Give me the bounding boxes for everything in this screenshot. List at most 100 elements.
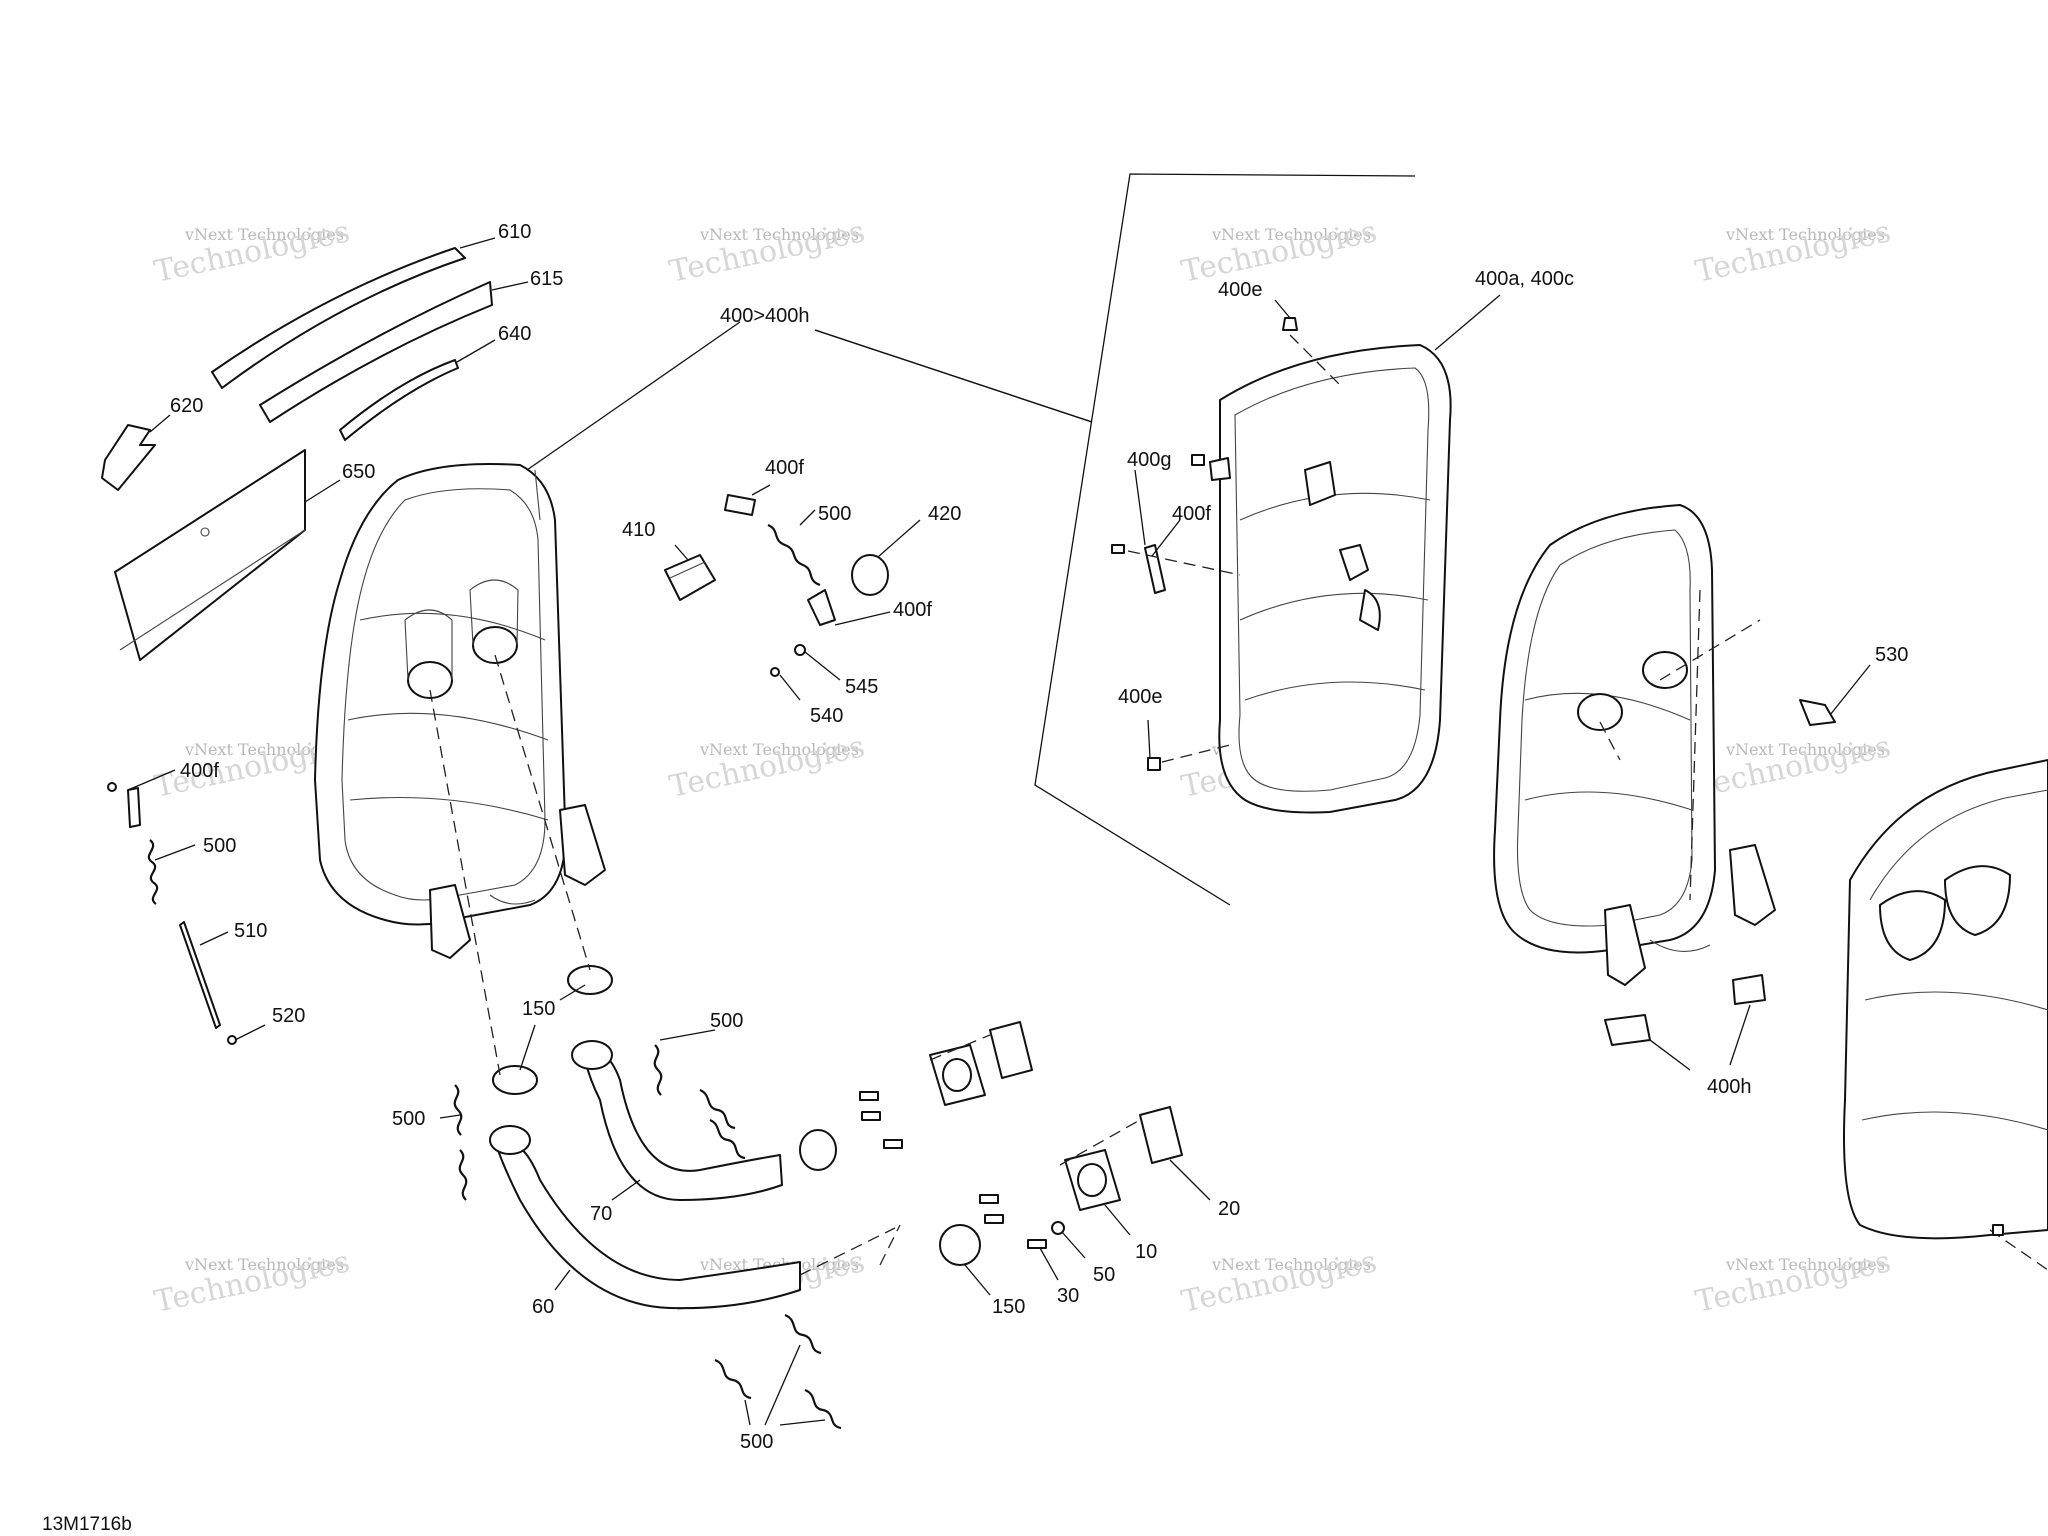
bracket-620 xyxy=(101,424,156,491)
label-400f-b: 400f xyxy=(893,599,932,621)
rivet-400g-lower xyxy=(1111,544,1125,554)
muffler-rear-mount-left xyxy=(1604,904,1646,986)
label-500-left: 500 xyxy=(203,835,236,857)
watermark-text: vNext Technologies xyxy=(184,225,344,244)
spring-500-a xyxy=(767,523,821,587)
gasket-150-upper xyxy=(567,965,613,995)
label-400-400h: 400>400h xyxy=(720,305,810,327)
label-400g: 400g xyxy=(1127,449,1172,471)
hanger-parts-left xyxy=(107,782,237,1045)
watermark-text: vNext Technologies xyxy=(184,740,344,759)
clip-400f-detail xyxy=(1209,457,1231,481)
watermark-text: vNext Technologies xyxy=(1725,1255,1885,1274)
label-410: 410 xyxy=(622,519,655,541)
spring-500-bottom-b xyxy=(784,1313,822,1355)
muffler-side-port-b xyxy=(1944,865,2011,936)
watermark-text: vNext Technologies xyxy=(699,740,859,759)
muffler-outer-shell xyxy=(1218,344,1452,814)
washer-545 xyxy=(794,644,806,656)
rivet-400e-top xyxy=(1282,317,1298,331)
label-640: 640 xyxy=(498,323,531,345)
shell-bracket xyxy=(1304,461,1336,506)
watermark-text: vNext Technologies xyxy=(1211,1255,1371,1274)
label-620: 620 xyxy=(170,395,203,417)
muffler-mount-left xyxy=(429,884,471,959)
screw-540 xyxy=(770,667,780,677)
label-50: 50 xyxy=(1093,1264,1115,1286)
gasket-20 xyxy=(1139,1106,1183,1164)
muffler-rear-mount-right xyxy=(1729,844,1776,926)
muffler-rear-inlet-right xyxy=(1642,651,1688,689)
label-510: 510 xyxy=(234,920,267,942)
bolt-upper-3 xyxy=(883,1139,903,1149)
muffler-mount-right xyxy=(559,804,606,886)
screw-520 xyxy=(227,1035,237,1045)
label-500-a: 500 xyxy=(818,503,851,525)
rivet-400f-left xyxy=(107,782,117,792)
spring-500-b xyxy=(453,1084,463,1136)
label-615: 615 xyxy=(530,268,563,290)
exhaust-pipes xyxy=(489,965,981,1310)
bolt-upper-1 xyxy=(859,1091,879,1101)
spring-500-left xyxy=(147,839,159,905)
heat-shield-strip-615 xyxy=(259,281,493,423)
muffler-assembly-side-view xyxy=(1843,759,2048,1271)
rod-510 xyxy=(179,921,221,1029)
manifold-flanges xyxy=(859,1021,1183,1266)
sleeve-center xyxy=(799,1129,837,1171)
muffler-side-port-a xyxy=(1879,890,1946,961)
hole xyxy=(200,527,210,537)
label-400h: 400h xyxy=(1707,1076,1752,1098)
label-400e-top: 400e xyxy=(1218,279,1263,301)
sleeve-150-lower xyxy=(939,1224,981,1266)
small-parts-cluster xyxy=(664,494,889,677)
insulation-pad-650 xyxy=(114,449,306,661)
heat-shield-strip-610 xyxy=(211,247,466,389)
label-60: 60 xyxy=(532,1296,554,1318)
spring-500-bottom-a xyxy=(714,1358,752,1400)
watermark-text: vNext Technologies xyxy=(699,225,859,244)
leader-lines xyxy=(127,237,1871,1426)
springs-500 xyxy=(453,1044,842,1430)
label-500-bottom: 500 xyxy=(740,1431,773,1453)
part-labels: 610 615 640 620 650 400>400h 400e 400a, … xyxy=(170,221,1908,1453)
bumper-400h-a xyxy=(1604,1014,1651,1046)
label-150-b: 150 xyxy=(992,1296,1025,1318)
label-400e-bottom: 400e xyxy=(1118,686,1163,708)
label-400f-a: 400f xyxy=(765,457,804,479)
muffler-shell-detail xyxy=(1111,317,1452,814)
muffler-rear-inlet-left xyxy=(1577,693,1623,731)
assembly-lines xyxy=(429,589,1761,1276)
label-70: 70 xyxy=(590,1203,612,1225)
bumper-400h-b xyxy=(1732,974,1766,1005)
heat-shield-strip-640 xyxy=(339,359,459,441)
label-540: 540 xyxy=(810,705,843,727)
spring-500-bottom-c xyxy=(804,1388,842,1430)
muffler-side-body xyxy=(1843,759,2048,1240)
label-30: 30 xyxy=(1057,1285,1079,1307)
watermark-text: vNext Technologies xyxy=(1725,740,1885,759)
label-420: 420 xyxy=(928,503,961,525)
spring-500-c2 xyxy=(699,1088,736,1130)
muffler-assembly-rear-view xyxy=(1493,504,1836,1046)
bolt-30 xyxy=(1027,1239,1047,1249)
label-10: 10 xyxy=(1135,1241,1157,1263)
nut-50 xyxy=(1051,1221,1065,1235)
label-400a-400c: 400a, 400c xyxy=(1475,268,1574,290)
gasket-150-mid xyxy=(492,1065,538,1095)
muffler-assembly-main xyxy=(314,463,606,959)
pipe-60-flange xyxy=(489,1125,531,1155)
gasket-upper xyxy=(989,1021,1033,1079)
bracket-410 xyxy=(664,554,716,601)
rivet-400e-bottom xyxy=(1147,757,1161,771)
bolt-10-2 xyxy=(984,1214,1004,1224)
shell-tab xyxy=(1359,589,1381,631)
label-545: 545 xyxy=(845,676,878,698)
label-530: 530 xyxy=(1875,644,1908,666)
rivet-right xyxy=(1992,1224,2004,1236)
muffler-inlet-right xyxy=(472,626,518,664)
watermark-text: vNext Technologies xyxy=(1211,225,1371,244)
pipe-60 xyxy=(497,1143,801,1310)
bracket-530 xyxy=(1799,699,1836,726)
